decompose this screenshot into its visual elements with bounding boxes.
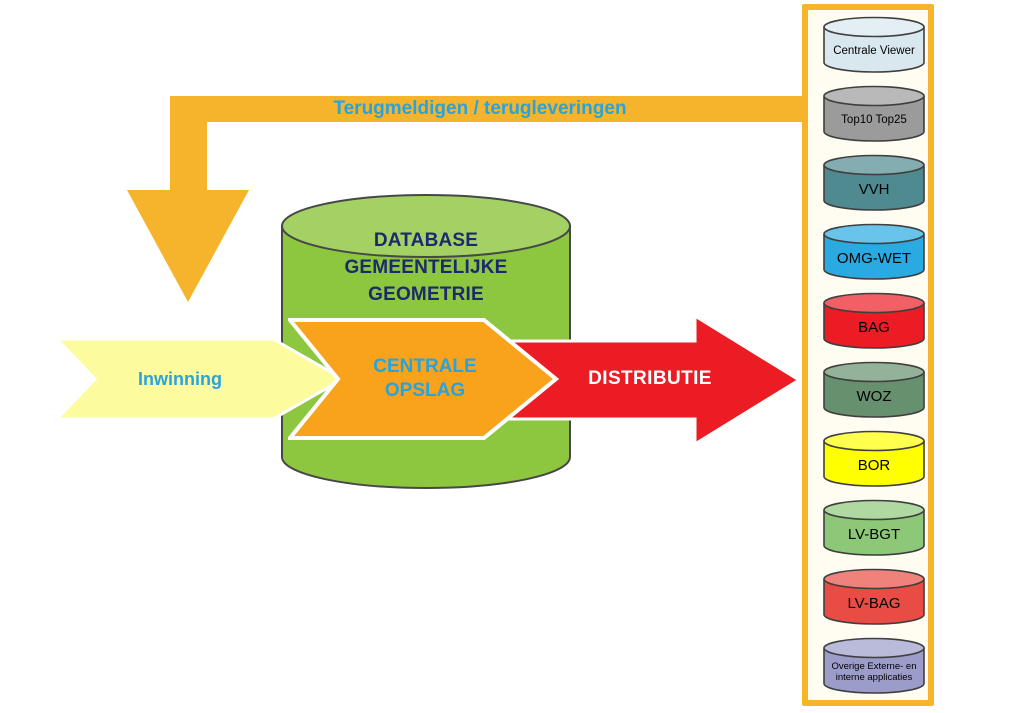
app-label: BOR — [857, 456, 891, 474]
app-cylinder: BAG — [822, 292, 926, 350]
distributie-arrow — [503, 313, 802, 447]
app-cylinder-top — [823, 85, 925, 107]
app-cylinder-body — [823, 234, 925, 280]
distributie-label: DISTRIBUTIE — [588, 368, 712, 389]
app-cylinder: Centrale Viewer — [822, 16, 926, 74]
app-cylinder-body — [823, 648, 925, 694]
app-cylinder-top — [823, 16, 925, 38]
app-label: BAG — [858, 318, 890, 336]
app-cylinder-top — [823, 637, 925, 659]
app-label: VVH — [858, 180, 890, 198]
applications-column: Centrale Viewer Top10 Top25 VVH OMG-WET … — [802, 4, 934, 706]
centrale-opslag-label: CENTRALE OPSLAG — [373, 356, 477, 401]
app-cylinder: WOZ — [822, 361, 926, 419]
app-cylinder-top — [823, 499, 925, 521]
distributie-arrow-shape — [503, 313, 802, 447]
app-cylinder: BOR — [822, 430, 926, 488]
app-cylinder-body — [823, 579, 925, 625]
app-cylinder-body — [823, 441, 925, 487]
app-cylinder-body — [823, 165, 925, 211]
app-cylinder-top — [823, 430, 925, 452]
app-cylinder-body — [823, 303, 925, 349]
app-cylinder-body — [823, 27, 925, 73]
centrale-opslag-arrow — [285, 318, 560, 440]
database-title: DATABASE GEMEENTELIJKE GEOMETRIE — [344, 230, 508, 305]
feedback-down-arrow-icon — [127, 190, 249, 302]
app-cylinder: VVH — [822, 154, 926, 212]
app-cylinder: LV-BGT — [822, 499, 926, 557]
inwinning-arrow-shape — [53, 337, 347, 421]
app-label: OMG-WET — [836, 249, 912, 267]
app-cylinder: Top10 Top25 — [822, 85, 926, 143]
app-cylinder: Overige Externe- en interne applicaties — [822, 637, 926, 695]
app-cylinder-top — [823, 361, 925, 383]
database-cylinder-top — [281, 194, 571, 258]
app-cylinder: LV-BAG — [822, 568, 926, 626]
inwinning-arrow — [53, 337, 347, 421]
app-cylinder-top — [823, 154, 925, 176]
app-label: Overige Externe- en interne applicaties — [831, 660, 917, 683]
app-cylinder-body — [823, 510, 925, 556]
app-cylinder-top — [823, 292, 925, 314]
app-label: WOZ — [856, 387, 892, 405]
feedback-label: Terugmeldigen / terugleveringen — [333, 97, 627, 119]
feedback-bar-vertical — [170, 96, 207, 191]
app-cylinder-body — [823, 96, 925, 142]
app-label: LV-BGT — [847, 525, 901, 543]
inwinning-label: Inwinning — [138, 368, 222, 389]
app-cylinder-top — [823, 568, 925, 590]
app-label: LV-BAG — [847, 594, 901, 612]
app-label: Top10 Top25 — [841, 113, 907, 126]
app-label: Centrale Viewer — [833, 44, 915, 57]
app-cylinder: OMG-WET — [822, 223, 926, 281]
centrale-opslag-arrow-shape — [285, 318, 560, 440]
app-cylinder-top — [823, 223, 925, 245]
app-cylinder-body — [823, 372, 925, 418]
feedback-bar-horizontal — [170, 96, 808, 122]
